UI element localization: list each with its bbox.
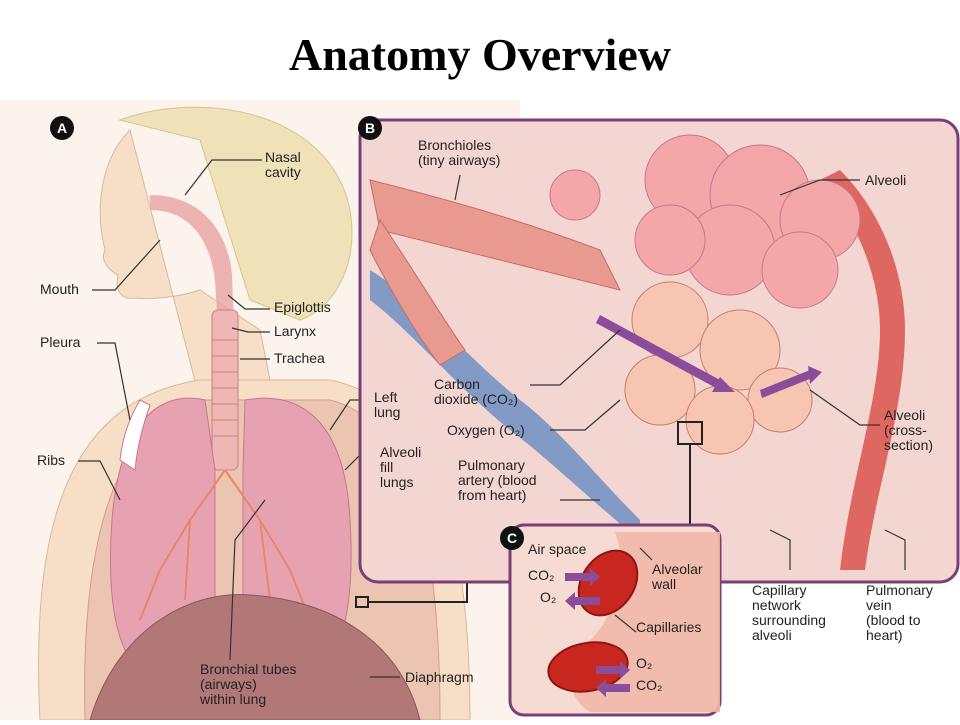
label-pulmonary-artery: Pulmonary artery (blood from heart): [458, 457, 537, 503]
label-alveoli-cross-section: Alveoli (cross- section): [884, 407, 934, 453]
panel-b-badge: B: [358, 116, 382, 140]
respiratory-diagram: A B C Nasal cavity Mouth Epiglottis Lary…: [0, 100, 960, 721]
label-mouth: Mouth: [40, 281, 79, 297]
label-larynx: Larynx: [274, 323, 317, 339]
label-pleura: Pleura: [40, 334, 81, 350]
bronchiole-branch-shape: [369, 218, 466, 366]
pulmonary-vein-shape: [820, 170, 905, 570]
label-ribs: Ribs: [37, 452, 66, 468]
panel-a-badge: A: [50, 116, 74, 140]
diaphragm-shape: [89, 593, 421, 721]
label-alveoli: Alveoli: [865, 172, 907, 188]
label-left-lung: Left lung: [374, 389, 401, 420]
trachea-shape: [211, 309, 239, 471]
alveoli-cluster-top: [549, 134, 861, 309]
label-air-space: Air space: [528, 541, 587, 557]
label-bronchial-tubes: Bronchial tubes (airways) within lung: [200, 661, 297, 707]
panel-c-badge: C: [500, 526, 524, 550]
label-trachea: Trachea: [274, 350, 325, 366]
label-diaphragm: Diaphragm: [405, 669, 474, 685]
capillary-bottom: [547, 641, 629, 693]
label-o2-bottom: O₂: [636, 655, 653, 671]
label-alveolar-wall: Alveolar wall: [652, 561, 703, 592]
page-title: Anatomy Overview: [289, 29, 671, 80]
panel-c-arrows: [565, 568, 630, 697]
gas-exchange-arrows: [596, 315, 822, 398]
nasal-airway-shape: [150, 195, 235, 360]
bronchiole-shape: [369, 179, 621, 291]
label-carbon-dioxide: Carbon dioxide (CO₂): [434, 376, 519, 407]
label-pulmonary-vein: Pulmonary vein (blood to heart): [866, 582, 933, 643]
label-co2-bottom: CO₂: [636, 677, 663, 693]
label-epiglottis: Epiglottis: [274, 299, 331, 315]
leader-lines-a: [78, 159, 400, 678]
hair-shape: [118, 106, 353, 321]
leader-lines-c: [614, 547, 653, 633]
label-capillaries: Capillaries: [636, 619, 702, 635]
label-o2-top: O₂: [540, 589, 557, 605]
label-capillary-network: Capillary network surrounding alveoli: [752, 582, 826, 643]
label-co2-top: CO₂: [528, 567, 555, 583]
diagram-art: [0, 100, 960, 721]
label-nasal-cavity: Nasal cavity: [265, 149, 301, 180]
label-bronchioles: Bronchioles (tiny airways): [418, 137, 501, 168]
bronchial-tree: [139, 469, 311, 621]
leader-lines-b: [454, 174, 906, 570]
label-oxygen: Oxygen (O₂): [447, 422, 525, 438]
label-alveoli-fill-lungs: Alveoli fill lungs: [380, 444, 422, 490]
